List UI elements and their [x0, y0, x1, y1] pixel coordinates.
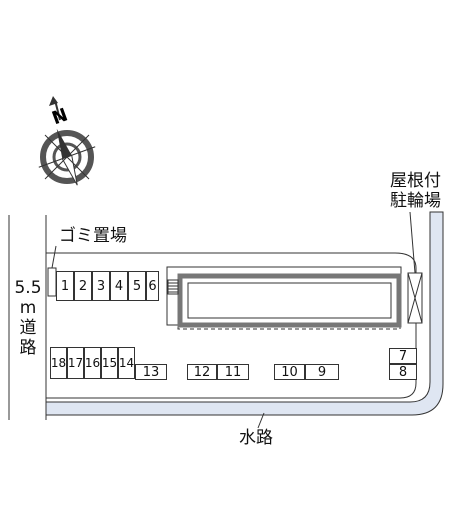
waterway-leader — [257, 412, 265, 429]
parking-space-16: 16 — [84, 347, 101, 379]
parking-space-13: 13 — [135, 364, 167, 380]
parking-space-7: 7 — [389, 348, 417, 364]
parking-space-14: 14 — [118, 347, 135, 379]
parking-space-2: 2 — [74, 271, 92, 301]
parking-space-9: 9 — [305, 364, 339, 380]
road-label: 5.5 m 道 路 — [10, 278, 46, 358]
garbage-leader — [51, 245, 57, 269]
parking-space-5: 5 — [128, 271, 146, 301]
parking-space-8: 8 — [389, 364, 417, 380]
north-compass-icon — [38, 96, 96, 186]
parking-space-15: 15 — [101, 347, 118, 379]
bike-parking-leader — [409, 211, 416, 274]
parking-space-17: 17 — [67, 347, 84, 379]
waterway-label: 水路 — [239, 428, 273, 448]
parking-space-1: 1 — [56, 271, 74, 301]
parking-space-6: 6 — [146, 271, 159, 301]
compass-north-letter: N — [49, 104, 70, 129]
parking-space-3: 3 — [92, 271, 110, 301]
stairs-icon — [167, 279, 179, 295]
parking-space-4: 4 — [110, 271, 128, 301]
bike-parking-label-line1: 屋根付 — [390, 171, 441, 191]
property-boundary — [46, 252, 417, 399]
garbage-label: ゴミ置場 — [59, 226, 127, 246]
road-width-value: 5.5 — [14, 278, 42, 298]
parking-space-12: 12 — [187, 364, 217, 380]
building-inner — [187, 282, 392, 319]
parking-space-18: 18 — [50, 347, 67, 379]
parking-space-11: 11 — [217, 364, 249, 380]
road-width-unit: m — [19, 298, 37, 318]
road-char-1: 道 — [19, 318, 37, 338]
garbage-area — [47, 267, 57, 297]
bike-parking-cross2 — [407, 272, 423, 324]
waterway-channel — [45, 211, 444, 416]
parking-space-10: 10 — [274, 364, 305, 380]
road-char-2: 路 — [19, 338, 37, 358]
bike-parking-label-line2: 駐輪場 — [390, 191, 441, 211]
